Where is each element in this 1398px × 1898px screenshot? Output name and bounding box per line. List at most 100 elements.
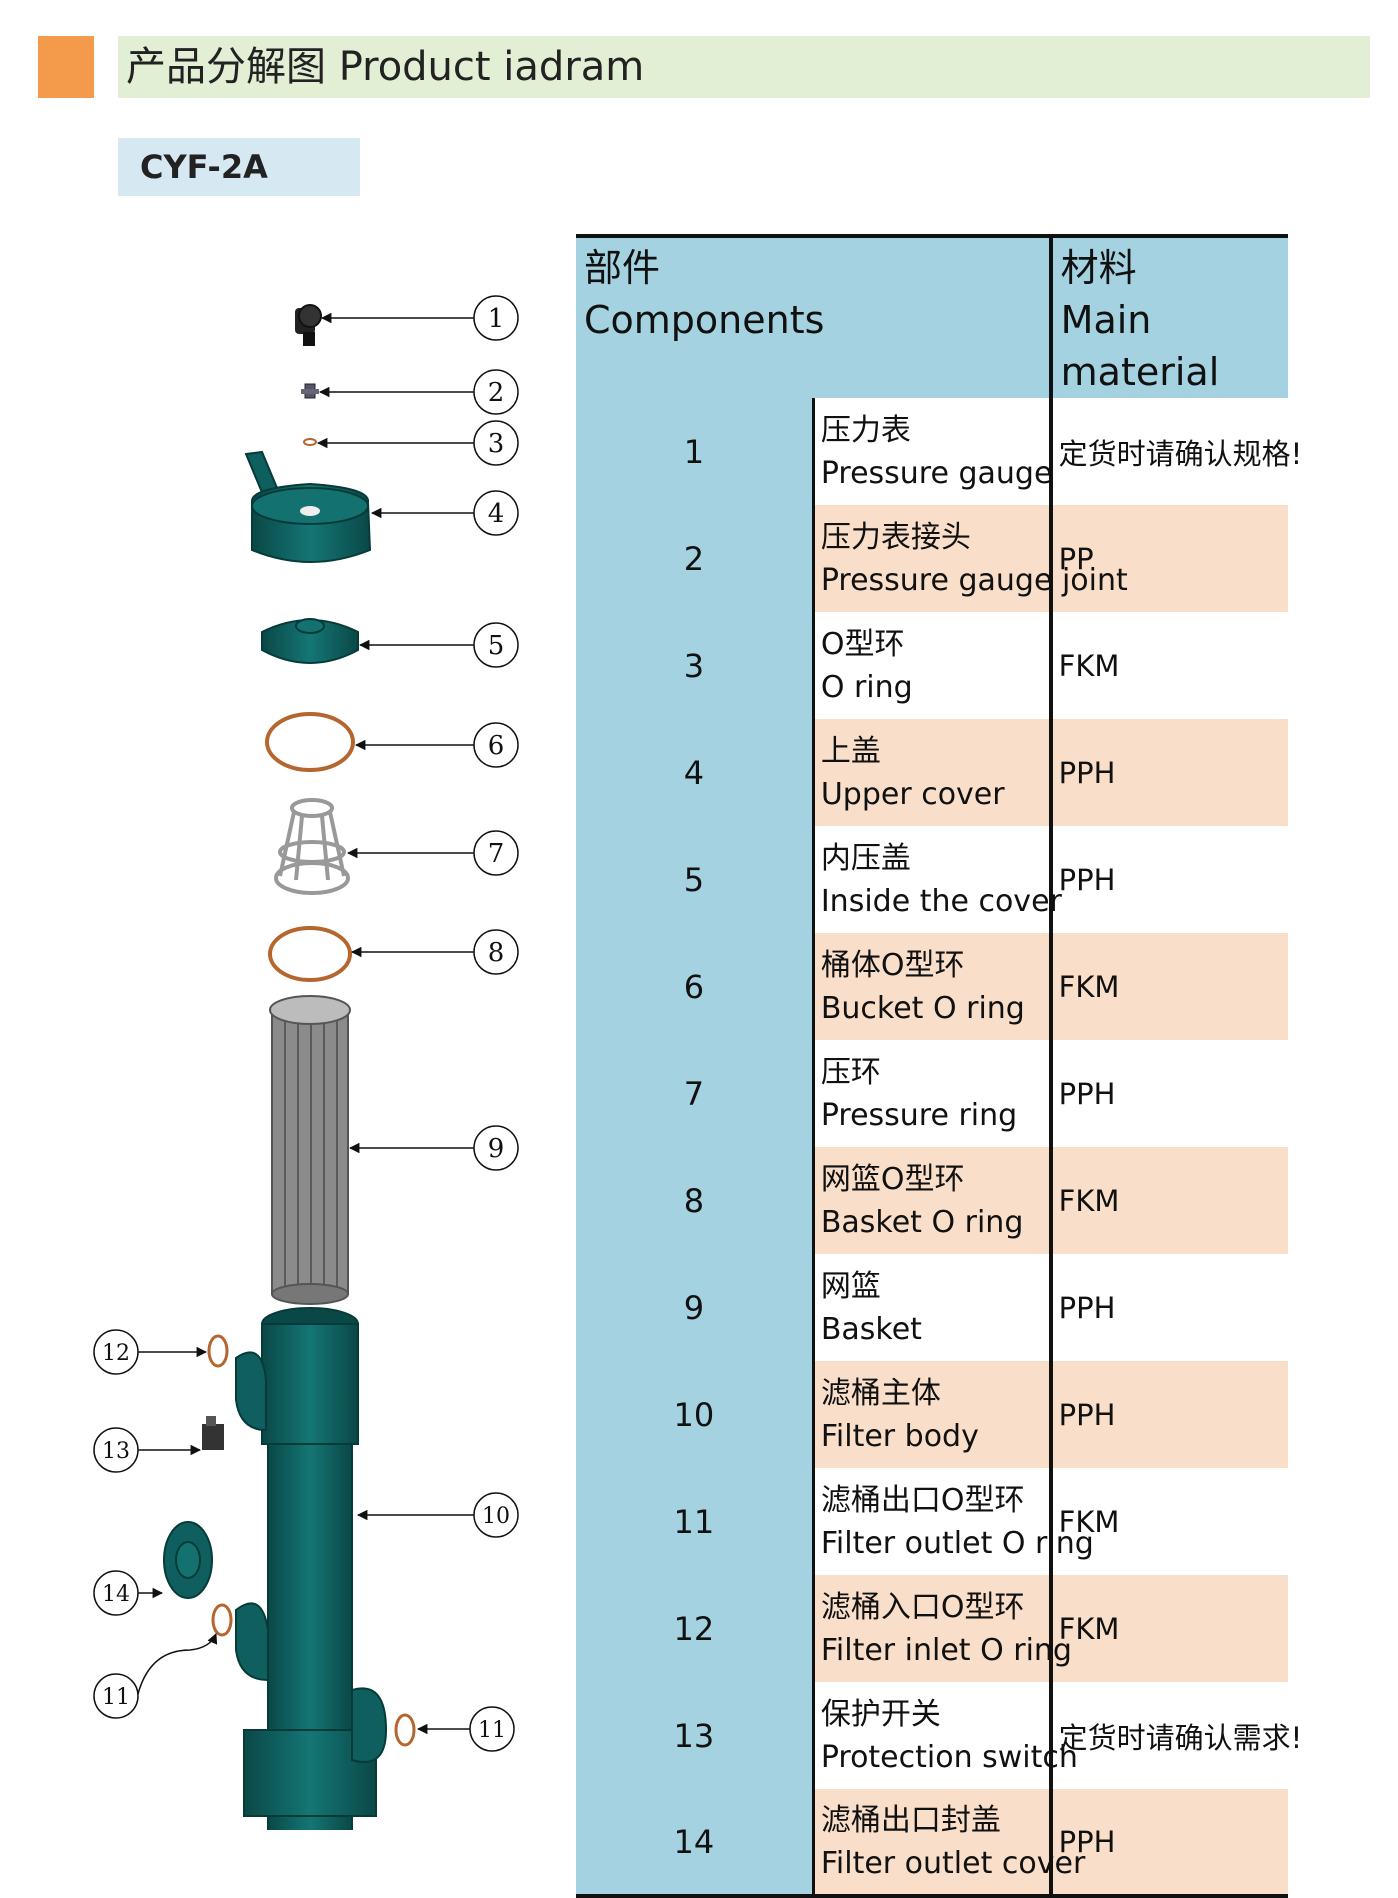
part-filter-body: [235, 1307, 388, 1830]
row-material: PPH: [1048, 1361, 1288, 1468]
callout-12: 12: [93, 1329, 139, 1375]
header-components: 部件 Components: [576, 234, 1051, 398]
component-name-cn: O型环: [820, 626, 905, 662]
row-component: 网篮 Basket: [811, 1254, 1051, 1361]
row-component: 压力表 Pressure gauge: [811, 398, 1053, 505]
component-name-cn: 滤桶入口O型环: [820, 1589, 1025, 1625]
row-number: 3: [576, 612, 814, 719]
component-name-cn: 桶体O型环: [820, 947, 965, 983]
header-components-cn: 部件: [584, 246, 661, 290]
row-material: PP: [1048, 505, 1288, 612]
svg-text:9: 9: [488, 1134, 505, 1164]
svg-text:12: 12: [102, 1341, 130, 1366]
component-name-en: Filter outlet cover: [820, 1845, 1086, 1881]
callout-13: 13: [93, 1427, 139, 1473]
part-pressure-gauge: [295, 304, 322, 346]
row-component: 上盖 Upper cover: [811, 719, 1051, 826]
component-name-cn: 滤桶主体: [820, 1375, 941, 1411]
callout-3: 3: [473, 420, 519, 466]
row-component: 压环 Pressure ring: [811, 1040, 1051, 1147]
header-components-en: Components: [584, 298, 825, 342]
row-number: 14: [576, 1789, 814, 1898]
callout-1: 1: [473, 295, 519, 341]
row-number: 6: [576, 933, 814, 1040]
component-name-cn: 压力表: [820, 412, 911, 448]
header-material-cn: 材料: [1060, 246, 1137, 290]
component-name-en: Bucket O ring: [820, 990, 1025, 1026]
component-name-cn: 滤桶出口O型环: [820, 1482, 1025, 1518]
part-small-oring: [303, 438, 317, 446]
component-name-cn: 网篮: [820, 1268, 881, 1304]
row-number: 12: [576, 1575, 814, 1682]
row-material: FKM: [1048, 933, 1288, 1040]
part-bucket-oring: [265, 712, 355, 772]
svg-text:11: 11: [478, 1718, 506, 1743]
svg-text:7: 7: [488, 839, 505, 869]
callout-9: 9: [473, 1125, 519, 1171]
svg-text:2: 2: [488, 378, 505, 408]
row-number: 8: [576, 1147, 814, 1254]
row-component: 滤桶出口封盖 Filter outlet cover: [811, 1789, 1086, 1898]
row-number: 4: [576, 719, 814, 826]
row-number: 9: [576, 1254, 814, 1361]
part-outlet-oring-left: [211, 1603, 233, 1637]
row-material: PPH: [1048, 1254, 1288, 1361]
component-name-cn: 压力表接头: [820, 519, 971, 555]
part-outlet-cover: [163, 1521, 213, 1599]
row-material: 定货时请确认需求!: [1048, 1682, 1302, 1789]
row-component: 桶体O型环 Bucket O ring: [811, 933, 1051, 1040]
component-name-en: Basket: [820, 1311, 922, 1347]
row-component: 滤桶出口O型环 Filter outlet O ring: [811, 1468, 1094, 1575]
part-inlet-oring: [207, 1334, 229, 1368]
svg-text:3: 3: [488, 429, 505, 459]
component-name-cn: 上盖: [820, 733, 881, 769]
component-name-en: Filter body: [820, 1418, 979, 1454]
component-name-cn: 内压盖: [820, 840, 911, 876]
part-protection-switch: [202, 1416, 224, 1450]
component-name-cn: 保护开关: [820, 1696, 941, 1732]
title-accent-block: [38, 36, 94, 98]
callout-5: 5: [473, 622, 519, 668]
row-number: 5: [576, 826, 814, 933]
callout-11-right: 11: [469, 1706, 515, 1752]
row-material: 定货时请确认规格!: [1048, 398, 1302, 505]
svg-text:14: 14: [102, 1582, 130, 1607]
row-material: FKM: [1048, 1147, 1288, 1254]
part-basket: [269, 995, 351, 1305]
component-name-en: Pressure ring: [820, 1097, 1018, 1133]
component-name-en: Upper cover: [820, 776, 1005, 812]
component-name-en: Basket O ring: [820, 1204, 1024, 1240]
component-name-en: Protection switch: [820, 1739, 1078, 1775]
row-number: 11: [576, 1468, 814, 1575]
callout-6: 6: [473, 722, 519, 768]
row-component: 网篮O型环 Basket O ring: [811, 1147, 1051, 1254]
component-name-en: Filter outlet O ring: [820, 1525, 1094, 1561]
row-component: 滤桶主体 Filter body: [811, 1361, 1051, 1468]
part-basket-oring: [268, 926, 352, 982]
svg-text:13: 13: [102, 1439, 130, 1464]
component-name-cn: 网篮O型环: [820, 1161, 965, 1197]
row-material: PPH: [1048, 1040, 1288, 1147]
component-name-cn: 压环: [820, 1054, 881, 1090]
callout-7: 7: [473, 830, 519, 876]
svg-text:8: 8: [488, 938, 505, 968]
row-component: 保护开关 Protection switch: [811, 1682, 1078, 1789]
svg-text:4: 4: [488, 499, 505, 529]
svg-text:10: 10: [482, 1504, 510, 1529]
row-number: 7: [576, 1040, 814, 1147]
callout-14: 14: [93, 1570, 139, 1616]
component-name-cn: 滤桶出口封盖: [820, 1802, 1001, 1838]
part-inside-cover: [261, 618, 359, 664]
component-name-en: Pressure gauge: [820, 455, 1053, 491]
header-material: 材料 Main material: [1048, 234, 1288, 398]
